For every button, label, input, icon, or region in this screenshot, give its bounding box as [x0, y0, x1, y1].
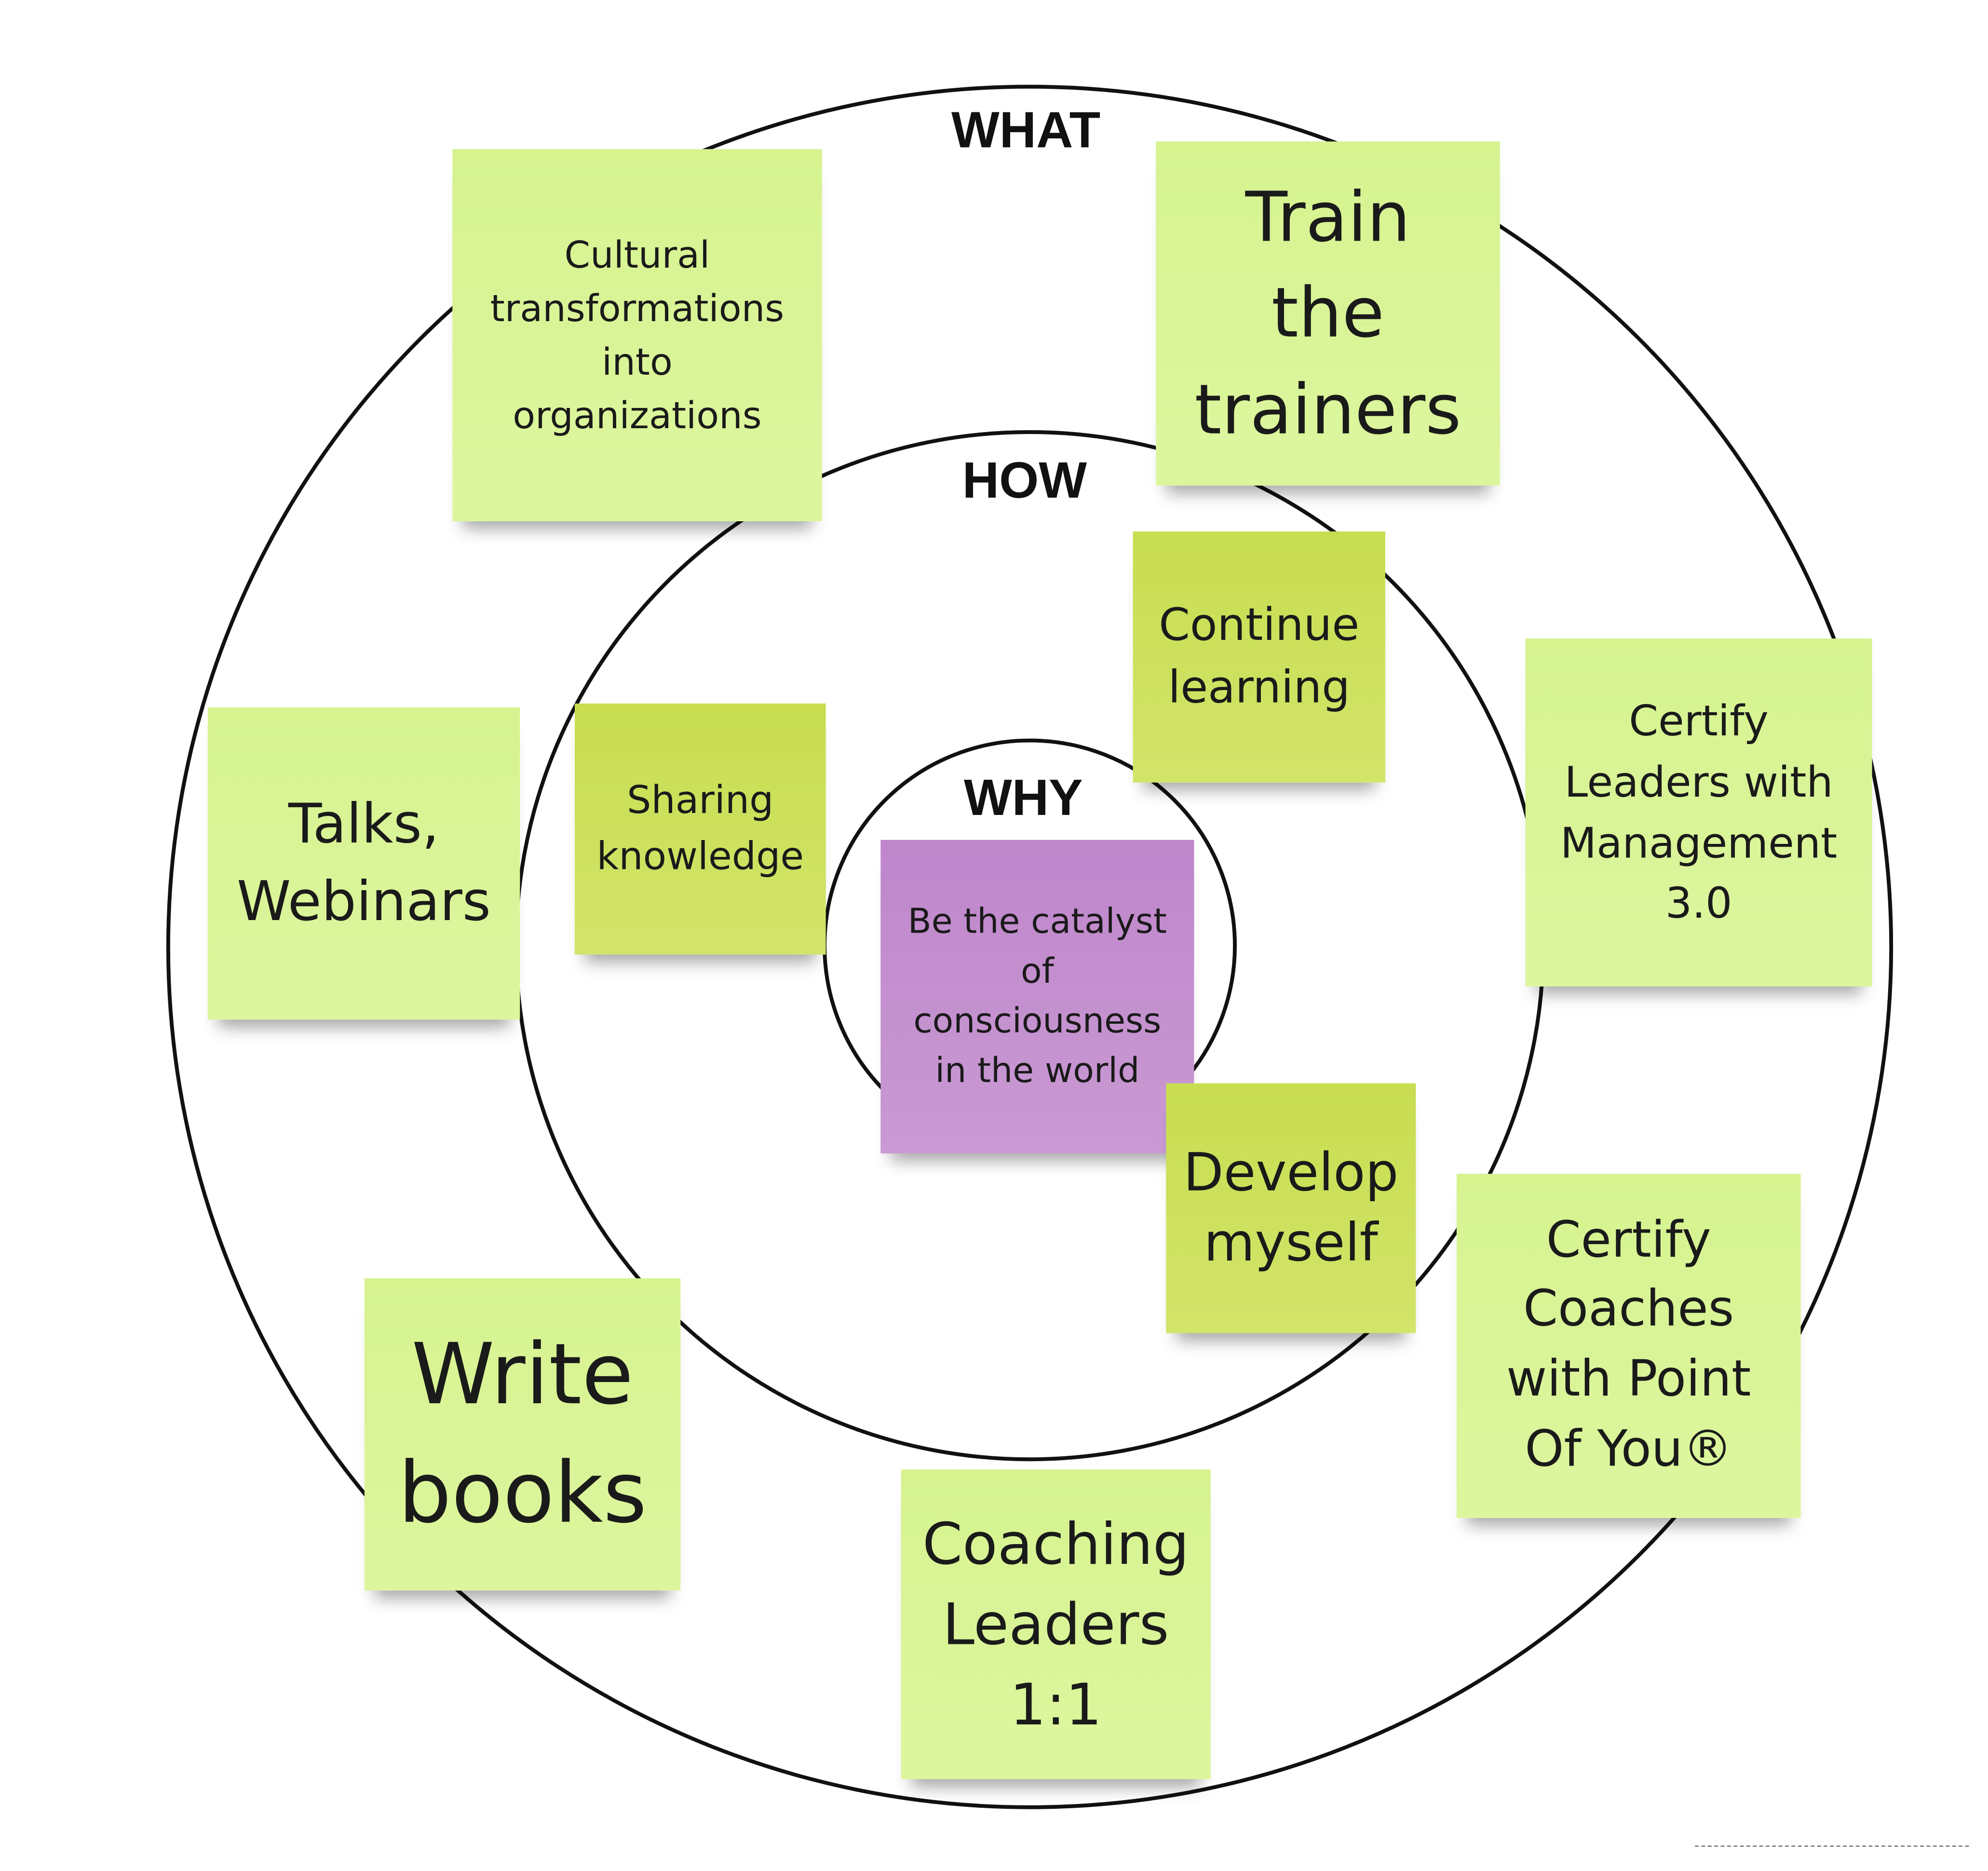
sticky-note-be-the-catalyst[interactable]: Be the catalyst of consciousness in the … [880, 840, 1194, 1153]
sticky-note-write-books[interactable]: Write books [364, 1278, 681, 1591]
outer-ring-what [166, 84, 1893, 1809]
sticky-note-talks-webinars[interactable]: Talks, Webinars [207, 707, 520, 1020]
sticky-note-continue-learning[interactable]: Continue learning [1133, 531, 1385, 783]
sticky-note-certify-coaches[interactable]: Certify Coaches with Point Of You® [1456, 1174, 1801, 1518]
sticky-note-sharing-knowledge[interactable]: Sharing knowledge [574, 703, 826, 955]
decorative-dashed-line [1695, 1845, 1969, 1847]
ring-label-what: WHAT [941, 102, 1111, 160]
sticky-note-certify-leaders[interactable]: Certify Leaders with Management 3.0 [1525, 638, 1872, 987]
ring-label-how: HOW [952, 453, 1097, 511]
ring-label-why: WHY [963, 770, 1083, 827]
sticky-note-cultural-transformations[interactable]: Cultural transformations into organizati… [452, 149, 822, 521]
sticky-note-train-the-trainers[interactable]: Train the trainers [1156, 141, 1500, 486]
sticky-note-coaching-leaders[interactable]: Coaching Leaders 1:1 [901, 1469, 1211, 1779]
sticky-note-develop-myself[interactable]: Develop myself [1166, 1083, 1416, 1333]
